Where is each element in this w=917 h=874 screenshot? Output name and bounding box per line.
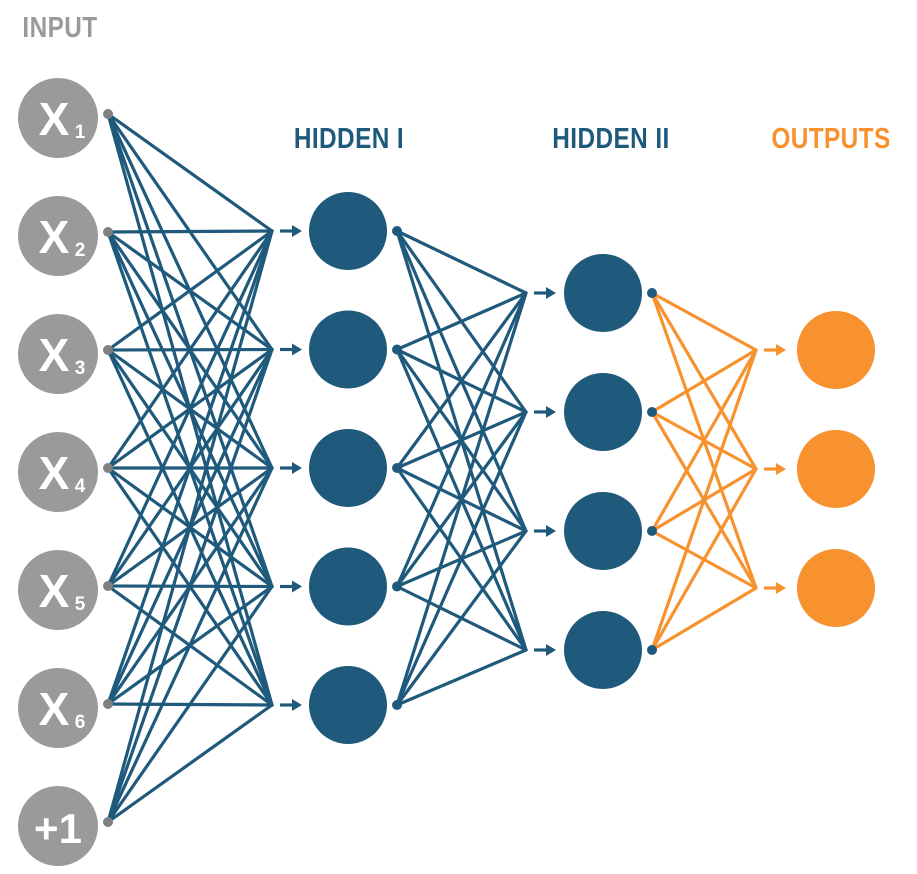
connection-line	[106, 466, 274, 824]
connection-dot	[103, 463, 113, 473]
arrow-icon	[280, 225, 302, 237]
outputs-layer-nodes	[797, 311, 875, 627]
hidden2-node	[564, 611, 642, 689]
layer-input-arrows	[280, 225, 786, 711]
arrow-icon	[280, 343, 302, 356]
connection-dot	[647, 645, 657, 655]
connection-line	[106, 229, 274, 234]
hidden2-layer-nodes	[564, 254, 642, 689]
hidden1-layer-title: HIDDEN I	[294, 122, 404, 154]
input-node-label: X	[39, 93, 70, 145]
connection-dot	[392, 344, 402, 355]
connection-line	[395, 291, 528, 470]
input-node-subscript: 3	[75, 358, 86, 379]
connection-line	[650, 348, 758, 414]
connection-line	[106, 347, 274, 824]
arrow-icon	[534, 287, 556, 299]
hidden2-to-outputs-connections	[650, 291, 758, 652]
connection-dot	[392, 226, 402, 236]
hidden1-node	[309, 192, 387, 270]
connection-line	[395, 229, 528, 295]
arrow-icon	[764, 344, 786, 356]
connection-dot	[103, 345, 113, 355]
input-layer-title: INPUT	[22, 11, 97, 43]
hidden1-node	[309, 429, 387, 507]
hidden1-layer-nodes	[309, 192, 387, 744]
arrow-icon	[280, 462, 302, 474]
connection-dot	[647, 288, 657, 298]
input-node-label: X	[39, 683, 70, 735]
input-node-subscript: 1	[75, 122, 86, 143]
input-node-label: +1	[34, 805, 82, 852]
input-node-subscript: 6	[75, 712, 86, 733]
connection-dot	[647, 526, 657, 536]
output-node	[797, 430, 875, 508]
connection-line	[106, 229, 274, 470]
input-node-subscript: 5	[75, 594, 86, 615]
hidden2-node	[564, 373, 642, 451]
input-node-label: X	[39, 211, 70, 263]
connection-line	[106, 584, 274, 824]
connection-line	[395, 529, 528, 707]
input-to-hidden1-connections	[106, 112, 274, 824]
input-node-label: X	[39, 329, 70, 381]
arrow-icon	[534, 406, 556, 418]
connection-line	[650, 467, 758, 652]
connection-line	[106, 229, 274, 824]
connection-line	[395, 648, 528, 707]
input-node-label: X	[39, 565, 70, 617]
connection-line	[650, 348, 758, 652]
connection-line	[650, 348, 758, 533]
connection-line	[395, 291, 528, 589]
connection-line	[106, 703, 274, 824]
connection-line	[106, 229, 274, 352]
arrow-icon	[534, 525, 556, 537]
connection-origin-dots	[103, 109, 657, 827]
connection-dot	[103, 227, 113, 237]
connection-line	[395, 291, 528, 707]
connection-line	[106, 229, 274, 588]
arrow-icon	[764, 582, 786, 594]
hidden1-node	[309, 310, 387, 389]
outputs-layer-title: OUTPUTS	[771, 122, 890, 154]
connection-dot	[103, 699, 113, 709]
input-node-subscript: 2	[75, 240, 86, 261]
arrow-icon	[280, 699, 302, 711]
connection-dot	[103, 817, 113, 827]
connection-line	[106, 112, 274, 233]
connection-line	[106, 229, 274, 706]
input-node-label: X	[39, 447, 70, 499]
input-node-subscript: 4	[75, 476, 86, 497]
connection-dot	[647, 407, 657, 417]
hidden2-node	[564, 254, 642, 332]
hidden1-node	[309, 547, 387, 626]
output-node	[797, 311, 875, 389]
hidden1-to-hidden2-connections	[395, 229, 528, 707]
hidden1-node	[309, 666, 387, 744]
connection-dot	[392, 700, 402, 710]
connection-line	[395, 291, 528, 352]
hidden2-layer-title: HIDDEN II	[552, 122, 669, 154]
connection-line	[650, 586, 758, 652]
connection-dot	[392, 581, 402, 592]
connection-dot	[392, 463, 402, 473]
bias-node: +1	[18, 786, 98, 866]
arrow-icon	[534, 644, 556, 656]
connection-line	[650, 291, 758, 352]
connection-line	[395, 410, 528, 707]
arrow-icon	[764, 463, 786, 475]
connection-dot	[103, 581, 113, 591]
connection-dot	[103, 109, 113, 119]
hidden2-node	[564, 492, 642, 570]
arrow-icon	[280, 580, 302, 593]
output-node	[797, 549, 875, 627]
